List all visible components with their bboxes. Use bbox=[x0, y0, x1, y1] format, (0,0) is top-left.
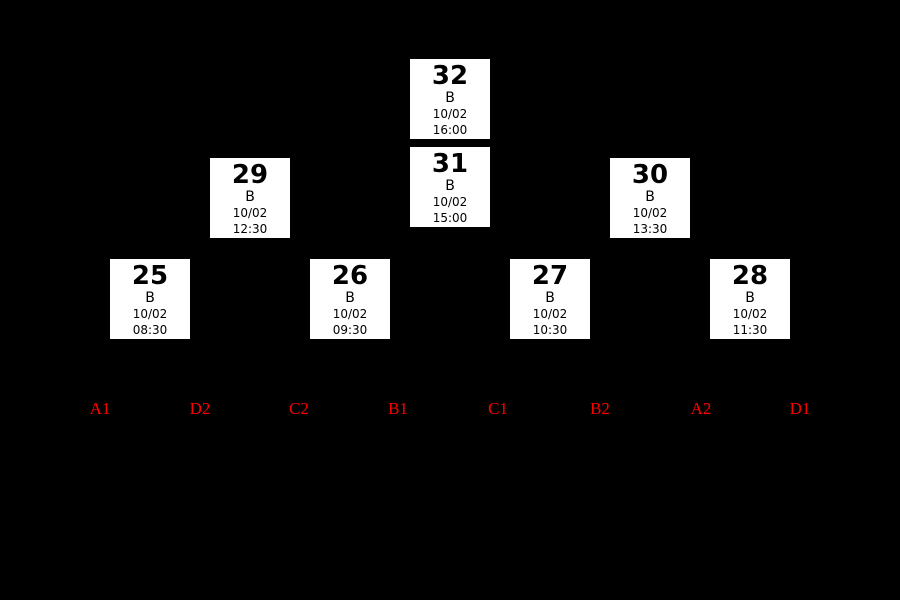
match-team: B bbox=[245, 189, 255, 205]
match-team: B bbox=[645, 189, 655, 205]
match-box-30[interactable]: 30 B 10/02 13:30 bbox=[610, 158, 690, 238]
match-time: 15:00 bbox=[432, 211, 468, 225]
match-time: 16:00 bbox=[432, 123, 468, 137]
match-team: B bbox=[445, 90, 455, 106]
match-date: 10/02 bbox=[432, 107, 468, 121]
match-number: 28 bbox=[731, 261, 769, 291]
match-number: 27 bbox=[531, 261, 569, 291]
match-number: 30 bbox=[631, 160, 669, 190]
seed-label-b1: B1 bbox=[388, 399, 408, 418]
match-number: 29 bbox=[231, 160, 269, 190]
match-box-29[interactable]: 29 B 10/02 12:30 bbox=[210, 158, 290, 238]
match-number: 32 bbox=[431, 61, 469, 91]
match-time: 11:30 bbox=[732, 323, 768, 337]
seed-label-d2: D2 bbox=[189, 399, 211, 418]
match-time: 09:30 bbox=[332, 323, 368, 337]
match-team: B bbox=[345, 290, 355, 306]
match-time: 13:30 bbox=[632, 222, 668, 236]
match-date: 10/02 bbox=[532, 307, 568, 321]
match-date: 10/02 bbox=[732, 307, 768, 321]
match-box-31[interactable]: 31 B 10/02 15:00 bbox=[410, 147, 490, 227]
seed-label-c2: C2 bbox=[289, 399, 309, 418]
seed-label-d1: D1 bbox=[789, 399, 811, 418]
match-box-32[interactable]: 32 B 10/02 16:00 bbox=[410, 59, 490, 139]
match-date: 10/02 bbox=[332, 307, 368, 321]
match-team: B bbox=[545, 290, 555, 306]
seed-label-b2: B2 bbox=[590, 399, 610, 418]
match-time: 12:30 bbox=[232, 222, 268, 236]
match-number: 31 bbox=[431, 149, 469, 179]
match-date: 10/02 bbox=[132, 307, 168, 321]
match-box-28[interactable]: 28 B 10/02 11:30 bbox=[710, 259, 790, 339]
match-box-25[interactable]: 25 B 10/02 08:30 bbox=[110, 259, 190, 339]
match-team: B bbox=[745, 290, 755, 306]
match-team: B bbox=[445, 178, 455, 194]
seed-label-a2: A2 bbox=[690, 399, 712, 418]
match-date: 10/02 bbox=[432, 195, 468, 209]
match-box-27[interactable]: 27 B 10/02 10:30 bbox=[510, 259, 590, 339]
match-date: 10/02 bbox=[632, 206, 668, 220]
seed-label-a1: A1 bbox=[89, 399, 111, 418]
match-time: 08:30 bbox=[132, 323, 168, 337]
match-number: 25 bbox=[131, 261, 169, 291]
match-box-26[interactable]: 26 B 10/02 09:30 bbox=[310, 259, 390, 339]
seed-label-c1: C1 bbox=[488, 399, 508, 418]
match-team: B bbox=[145, 290, 155, 306]
match-number: 26 bbox=[331, 261, 369, 291]
match-date: 10/02 bbox=[232, 206, 268, 220]
match-time: 10:30 bbox=[532, 323, 568, 337]
